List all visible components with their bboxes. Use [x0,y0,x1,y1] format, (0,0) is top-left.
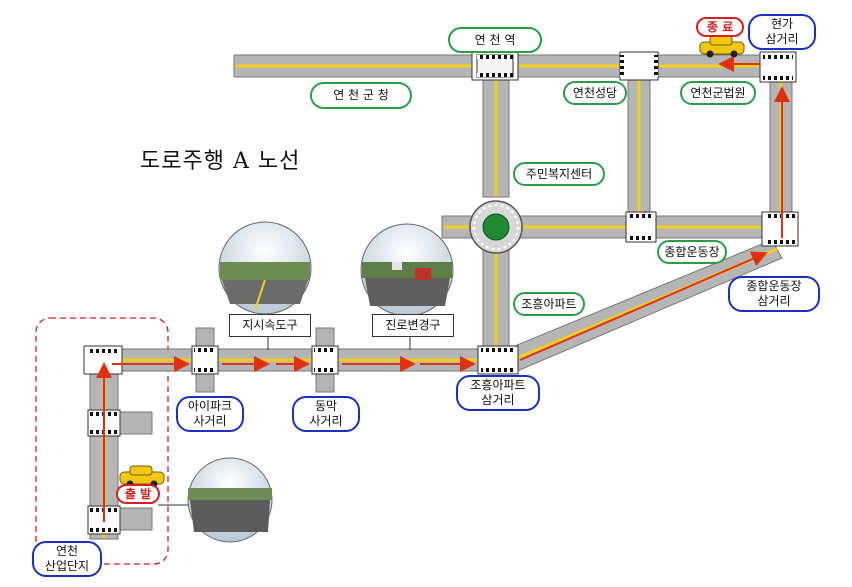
intersection-johung [477,345,519,375]
label-stadium-junction: 종합운동장 삼거리 [728,276,820,312]
route-arrow-diagonal [519,251,768,361]
label-yeoncheon-station: 연 천 역 [448,27,542,53]
intersection-dongmak [311,345,339,375]
roundabout-icon [469,200,523,254]
label-jumin-center: 주민복지센터 [513,162,605,186]
label-dongmak: 동막 사거리 [292,396,360,432]
intersection-hyeonga [759,51,797,83]
road-photo [187,457,273,543]
car-icon [119,465,165,488]
label-end: 종 료 [696,17,744,37]
label-start: 출 발 [116,484,160,504]
label-court: 연천군법원 [680,81,756,105]
label-speed-test: 지시속도구 [229,314,311,337]
label-industrial: 연천 산업단지 [32,541,102,577]
label-county-office: 연 천 군 청 [310,82,412,109]
road-stub-left-1 [117,411,153,435]
label-seongdang: 연천성당 [563,81,627,105]
intersection-seongdang [619,51,659,81]
intersection-stadium-left [625,211,657,243]
route-arrows [96,56,790,522]
label-hyeonga: 현가 삼거리 [748,14,816,50]
label-johung-junction: 조흥아파트 삼거리 [456,375,540,411]
label-stadium: 종합운동장 [657,240,727,264]
intersection-stadium-right [761,211,799,247]
road-stub-left-2 [117,507,153,531]
car-icon [699,35,745,58]
label-lane-change: 진로변경구 [372,314,454,337]
label-ipark: 아이파크 사거리 [176,396,244,432]
intersection-yeoncheon-station [471,51,519,81]
course-pointer-lines [158,336,411,506]
road-photo [218,221,312,315]
road-photo [360,223,454,317]
label-johung-apt: 조흥아파트 [513,292,585,316]
industrial-area-boundary [35,317,169,565]
intersection-ipark [191,345,219,375]
route-title: 도로주행 A 노선 [140,149,301,174]
